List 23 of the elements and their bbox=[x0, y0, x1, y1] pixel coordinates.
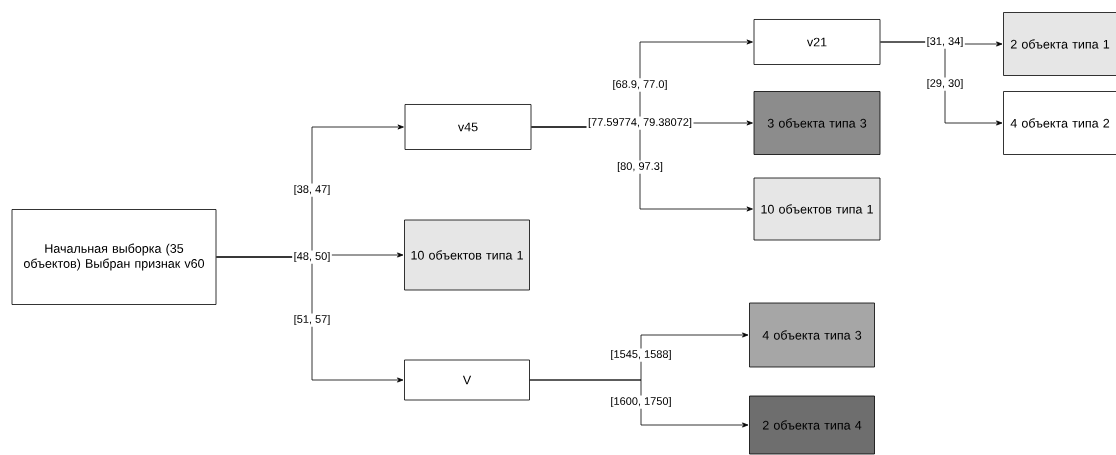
edge-label: [1545, 1588] bbox=[608, 348, 674, 362]
leaf-box: 10 объектов типа 1 bbox=[404, 219, 530, 291]
edge-label: [1600, 1750] bbox=[608, 395, 674, 409]
edge-label: [68.9, 77.0] bbox=[611, 78, 670, 92]
leaf-box: 4 объекта типа 3 bbox=[749, 302, 875, 368]
edge-label: [31, 34] bbox=[925, 35, 965, 49]
arrow bbox=[529, 379, 749, 428]
root-box: Начальная выборка (35 объектов) Выбран признак v60 bbox=[11, 209, 217, 305]
edge-label: [51, 57] bbox=[292, 313, 332, 327]
split-box: V bbox=[404, 359, 530, 401]
arrow bbox=[216, 256, 404, 383]
leaf-box: 2 объекта типа 4 bbox=[749, 395, 875, 455]
edge-label: [80, 97.3] bbox=[615, 160, 665, 174]
split-box: v45 bbox=[404, 104, 532, 150]
split-box: v21 bbox=[753, 19, 881, 65]
leaf-box: 2 объекта типа 1 bbox=[1003, 12, 1116, 76]
edge-label: [38, 47] bbox=[292, 183, 332, 197]
leaf-box: 10 объектов типа 1 bbox=[753, 177, 881, 241]
edge-label: [29, 30] bbox=[925, 77, 965, 91]
leaf-box: 3 объекта типа 3 bbox=[753, 91, 881, 155]
leaf-box: 4 объекта типа 2 bbox=[1003, 91, 1116, 155]
edge-label: [77.59774, 79.38072] bbox=[586, 116, 694, 130]
edge-label: [48, 50] bbox=[292, 250, 332, 264]
